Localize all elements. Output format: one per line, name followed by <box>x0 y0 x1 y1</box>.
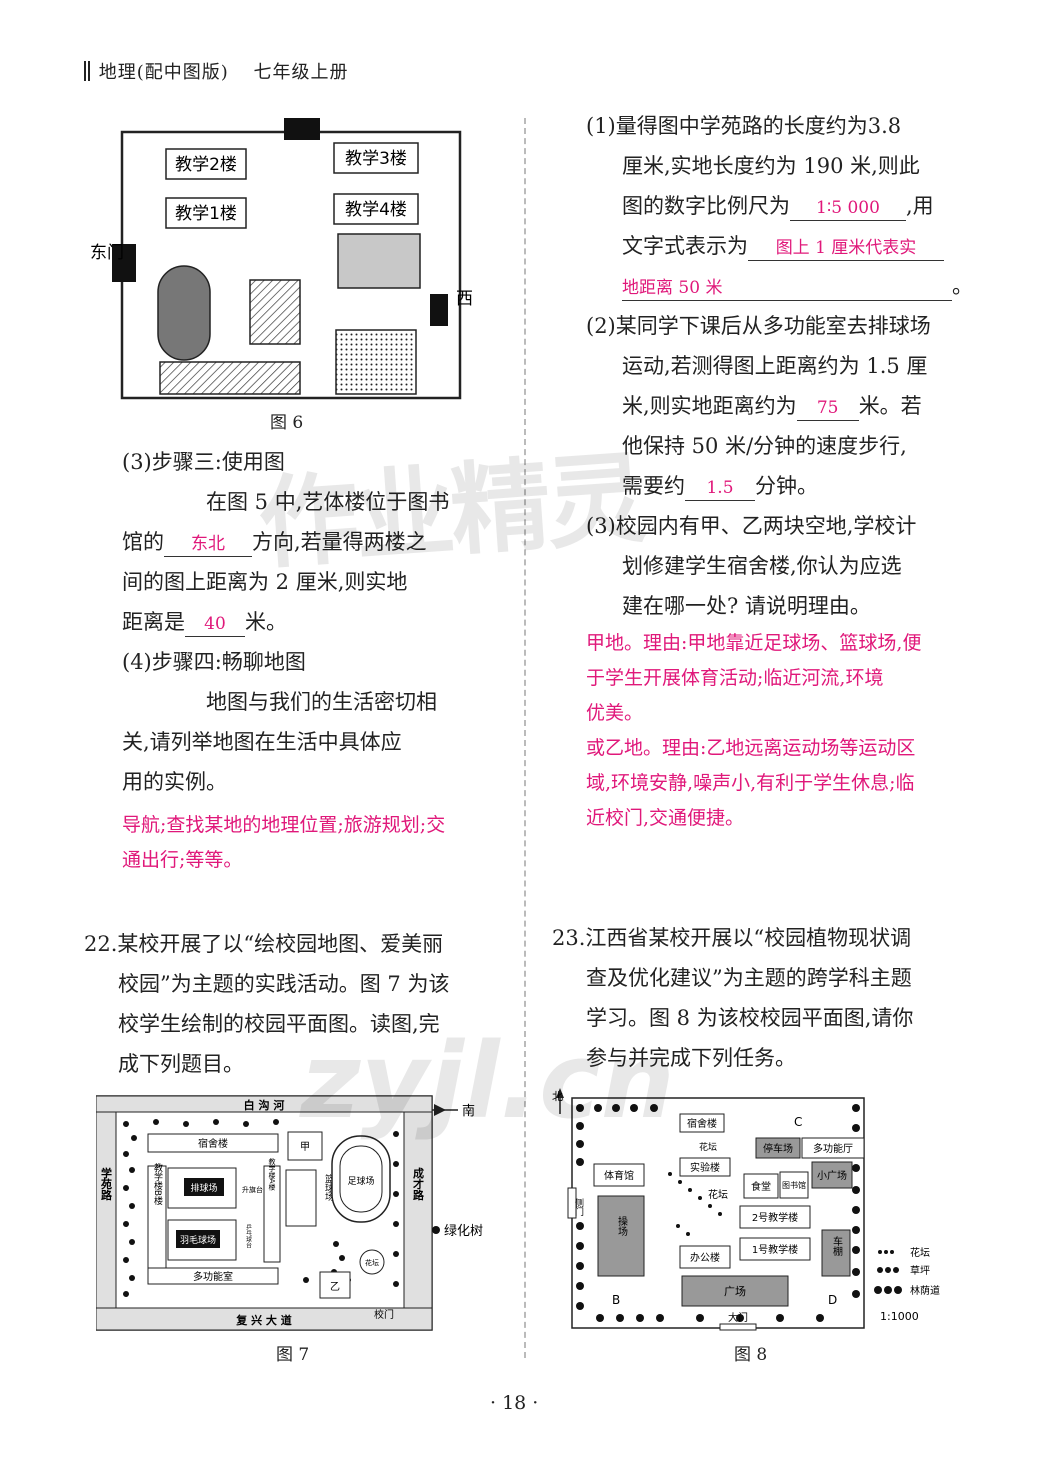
watermark-text: 作业精灵 <box>255 439 647 584</box>
teach-2-label: 2号教学楼 <box>752 1211 798 1224</box>
q1-line5: 地距离 50 米。 <box>586 266 976 306</box>
figure-8-caption: 图 8 <box>734 1345 768 1365</box>
q3-line3: 建在哪一处? 请说明理由。 <box>622 594 871 618</box>
step3-line1: 在图 5 中,艺体楼位于图书 <box>206 490 450 514</box>
step4-title: (4)步骤四:畅聊地图 <box>122 650 306 674</box>
question-22: 22.某校开展了以“绘校园地图、爱美丽 校园”为主题的实践活动。图 7 为该 校… <box>84 932 450 1076</box>
teach-1-label: 1号教学楼 <box>752 1243 798 1256</box>
teach-b-label: 教学楼B楼 <box>152 1162 163 1206</box>
flag-platform-label: 升旗台 <box>242 1185 263 1194</box>
question-23: 23.江西省某校开展以“校园植物现状调 查及优化建议”为主题的跨学科主题 学习。… <box>552 926 914 1070</box>
answer-minutes: 1.5 <box>685 476 755 501</box>
q1-line4: 文字式表示为图上 1 厘米代表实 <box>586 226 976 266</box>
left-questions: (3)步骤三:使用图 在图 5 中,艺体楼位于图书 馆的东北方向,若量得两楼之 … <box>122 442 502 802</box>
plot-jia-label: 甲 <box>300 1142 310 1153</box>
answer-distance: 40 <box>185 612 245 637</box>
multi-hall-label: 多功能厅 <box>813 1142 853 1155</box>
q3-answer: 甲地。理由:甲地靠近足球场、篮球场,便 于学生开展体育活动;临近河流,环境 优美… <box>586 632 922 829</box>
dorm-label: 宿舍楼 <box>198 1137 228 1150</box>
column-divider <box>524 118 526 1358</box>
office-label: 办公楼 <box>690 1251 720 1264</box>
teach-a-label: 教学楼A楼 <box>268 1157 276 1192</box>
flowerbed-label: 花坛 <box>365 1258 379 1267</box>
watermark-url: zyjl.cn <box>300 1020 675 1142</box>
answer-text-scale-2: 地距离 50 米 <box>622 276 952 301</box>
basketball-court-label: 篮球场 <box>323 1173 334 1202</box>
answer-scale: 1∶5 000 <box>790 196 906 221</box>
lab-label: 实验楼 <box>690 1161 720 1174</box>
q2-line4: 他保持 50 米/分钟的速度步行, <box>622 434 907 458</box>
step4-line3: 用的实例。 <box>122 770 227 794</box>
figure-8-campus-map: 北 宿舍楼 花坛 C 停车场 多功能厅 体育馆 实验楼 花坛 食堂 图书馆 小广… <box>552 1088 940 1331</box>
page-header: 地理(配中图版) 七年级上册 <box>84 58 349 84</box>
plot-yi-label: 乙 <box>330 1281 340 1293</box>
legend-flowerbed: 花坛 <box>910 1246 930 1259</box>
label-teach-4: 教学4楼 <box>345 200 407 220</box>
legend-boulevard: 林荫道 <box>910 1284 940 1297</box>
step4-line2: 关,请列举地图在生活中具体应 <box>122 730 402 754</box>
green-tree-legend: 绿化树 <box>444 1224 483 1239</box>
figure-6-caption: 图 6 <box>270 413 304 433</box>
point-d: D <box>828 1293 837 1307</box>
flowerbed-label-1: 花坛 <box>699 1141 717 1153</box>
point-b: B <box>612 1293 620 1307</box>
road-right-label: 成才路 <box>412 1166 425 1201</box>
road-left-label: 学苑路 <box>100 1166 114 1201</box>
badminton-court-label: 羽毛球场 <box>180 1234 216 1246</box>
q2-line1: (2)某同学下课后从多功能室去排球场 <box>586 314 931 338</box>
label-teach-2: 教学2楼 <box>175 155 237 175</box>
pingpong-label: 乒乓球台 <box>245 1223 252 1249</box>
shed-label: 车棚 <box>831 1235 843 1257</box>
legend-lawn: 草坪 <box>910 1264 930 1277</box>
step3-title: (3)步骤三:使用图 <box>122 450 285 474</box>
answer-text-scale-1: 图上 1 厘米代表实 <box>748 236 944 261</box>
library-label: 图书馆 <box>782 1180 806 1190</box>
volleyball-court-label: 排球场 <box>190 1182 217 1194</box>
football-field-label: 足球场 <box>347 1175 374 1187</box>
label-west-gate: 西门 <box>456 289 474 309</box>
page-number: · 18 · <box>490 1392 539 1414</box>
canteen-label: 食堂 <box>751 1180 771 1193</box>
q1-line2: 厘米,实地长度约为 190 米,则此 <box>622 154 920 178</box>
dorm-label: 宿舍楼 <box>687 1117 717 1130</box>
parking-label: 停车场 <box>763 1142 793 1155</box>
answer-real-distance: 75 <box>796 396 859 421</box>
south-arrow-label: 南 <box>462 1103 475 1119</box>
figure-6-campus-map: 教学2楼 教学1楼 教学3楼 教学4楼 东门 西门 <box>90 118 474 400</box>
main-gate-label: 大门 <box>728 1311 748 1324</box>
step3-line3: 间的图上距离为 2 厘米,则实地 <box>122 570 408 594</box>
square-label: 广场 <box>724 1284 746 1298</box>
flowerbed-label-2: 花坛 <box>708 1188 728 1201</box>
road-bottom-label: 复 兴 大 道 <box>235 1313 292 1327</box>
step3-line2: 馆的东北方向,若量得两楼之 <box>122 522 502 562</box>
figure-7-campus-map: 白 沟 河 复 兴 大 道 学苑路 成才路 宿舍楼 甲 教学楼B楼 排球场 升旗… <box>96 1095 483 1331</box>
step4-line1: 地图与我们的生活密切相 <box>206 690 437 714</box>
label-teach-3: 教学3楼 <box>345 149 407 169</box>
label-teach-1: 教学1楼 <box>175 204 237 224</box>
step4-answer: 导航;查找某地的地理位置;旅游规划;交 通出行;等等。 <box>122 814 446 871</box>
scale-label: 1:1000 <box>880 1310 919 1323</box>
q3-line1: (3)校园内有甲、乙两块空地,学校计 <box>586 514 917 538</box>
school-gate-label: 校门 <box>374 1308 394 1321</box>
right-questions: (1)量得图中学苑路的长度约为3.8 厘米,实地长度约为 190 米,则此 图的… <box>586 106 976 626</box>
point-c: C <box>794 1115 802 1129</box>
north-arrow-label: 北 <box>552 1090 563 1103</box>
q1-line1: (1)量得图中学苑路的长度约为3.8 <box>586 114 902 138</box>
multi-room-label: 多功能室 <box>193 1270 233 1283</box>
q3-line2: 划修建学生宿舍楼,你认为应选 <box>622 554 902 578</box>
gym-label: 体育馆 <box>604 1169 634 1182</box>
q2-line2: 运动,若测得图上距离约为 1.5 厘 <box>622 354 928 378</box>
label-east-gate: 东门 <box>90 243 124 263</box>
figure-7-caption: 图 7 <box>276 1345 310 1365</box>
answer-direction: 东北 <box>164 532 252 557</box>
playground-label: 操场 <box>616 1215 628 1237</box>
river-label: 白 沟 河 <box>244 1098 285 1112</box>
side-gate-label: 侧门 <box>573 1197 584 1217</box>
small-square-label: 小广场 <box>817 1169 847 1182</box>
